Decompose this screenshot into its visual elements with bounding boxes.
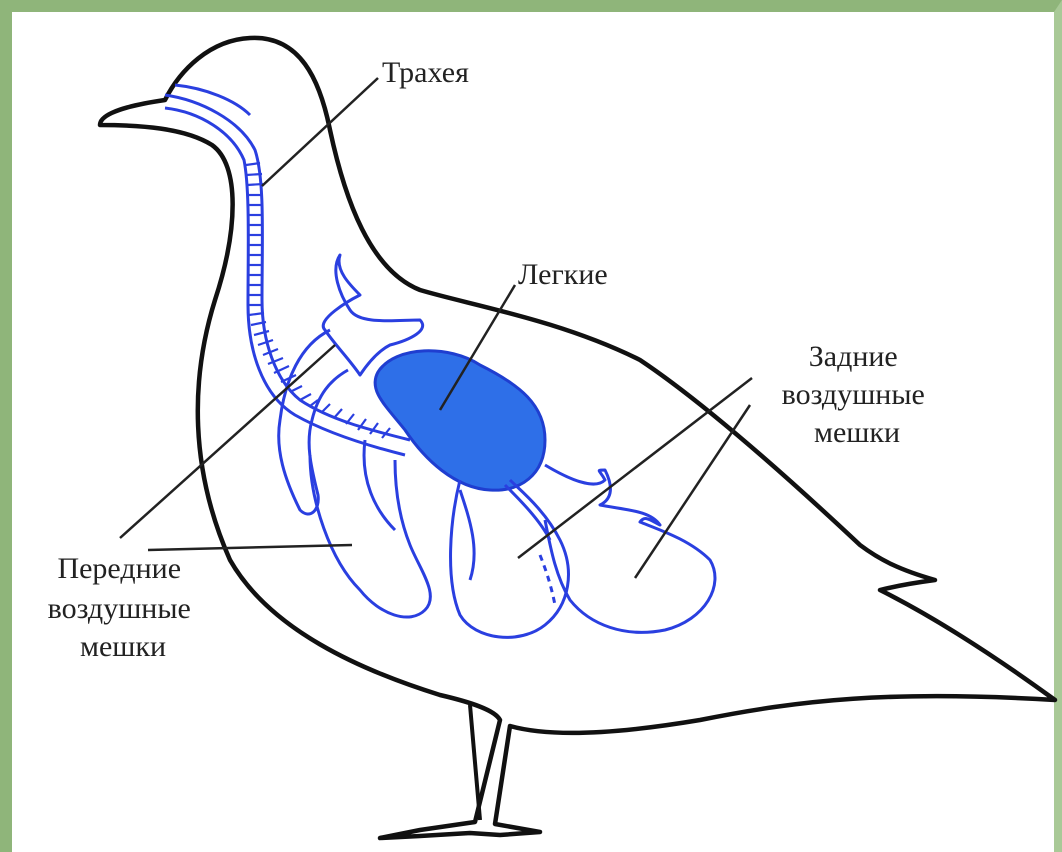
lung-shape: [375, 351, 545, 490]
label-lungs: Легкие: [518, 258, 608, 291]
leader-anterior-1: [120, 345, 335, 538]
label-trachea: Трахея: [382, 56, 469, 89]
leader-anterior-2: [148, 545, 352, 550]
label-anterior-sacs: Передние воздушные мешки: [48, 552, 199, 663]
leader-posterior-2: [635, 405, 750, 578]
bird-leg: [470, 705, 480, 820]
label-posterior-sacs: Задние воздушные мешки: [782, 340, 933, 449]
leader-lines: [120, 78, 752, 578]
